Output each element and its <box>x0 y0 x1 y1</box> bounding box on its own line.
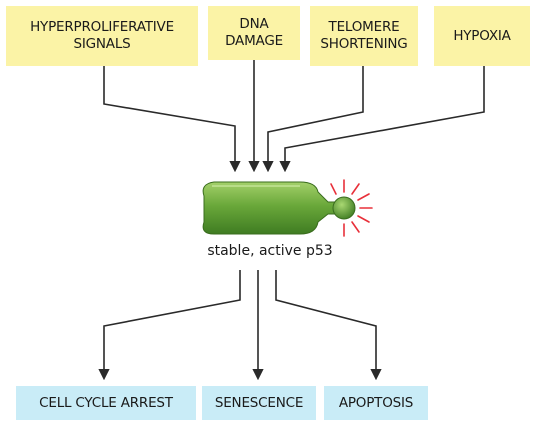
input-label-line: DAMAGE <box>225 33 283 49</box>
input-box-hyperproliferative: HYPERPROLIFERATIVE SIGNALS <box>6 6 198 66</box>
p53-protein-icon <box>202 181 356 235</box>
input-label-line: SIGNALS <box>73 36 131 52</box>
input-label-line: HYPOXIA <box>453 27 511 44</box>
arrow-telomere <box>262 66 364 173</box>
output-label: SENESCENCE <box>214 394 304 411</box>
output-label: CELL CYCLE ARREST <box>39 394 173 411</box>
input-label-line: TELOMERE <box>328 19 400 35</box>
input-box-dna-damage: DNA DAMAGE <box>208 6 300 60</box>
arrow-hypoxia <box>279 66 485 173</box>
input-label-line: SHORTENING <box>320 36 408 52</box>
arrow-hyperproliferative <box>103 66 241 173</box>
output-box-apoptosis: APOPTOSIS <box>324 386 428 420</box>
input-label-line: DNA <box>239 16 269 32</box>
output-label: APOPTOSIS <box>338 394 414 411</box>
input-label-line: HYPERPROLIFERATIVE <box>30 19 174 35</box>
arrow-cell-cycle-arrest <box>98 270 241 381</box>
output-box-senescence: SENESCENCE <box>202 386 316 420</box>
active-signal-burst-icon <box>330 179 373 237</box>
input-box-telomere-shortening: TELOMERE SHORTENING <box>310 6 418 66</box>
input-box-hypoxia: HYPOXIA <box>434 6 530 66</box>
arrow-apoptosis <box>275 270 382 381</box>
output-box-cell-cycle-arrest: CELL CYCLE ARREST <box>16 386 196 420</box>
p53-label: stable, active p53 <box>207 243 333 259</box>
